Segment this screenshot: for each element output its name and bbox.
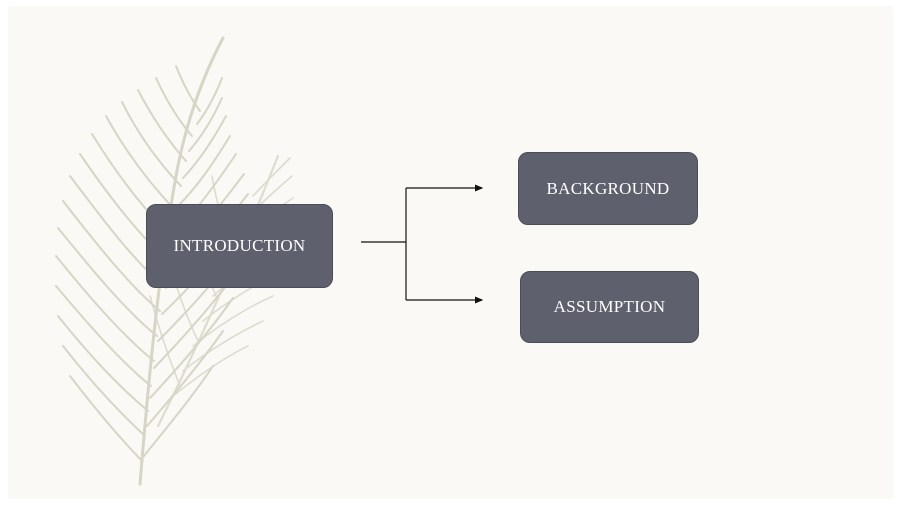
background-node: BACKGROUND xyxy=(518,152,698,225)
introduction-label: INTRODUCTION xyxy=(173,236,306,255)
slide: INTRODUCTION BACKGROUND ASSUMPTION xyxy=(8,6,893,499)
assumption-label: ASSUMPTION xyxy=(553,297,666,316)
background-label: BACKGROUND xyxy=(546,178,670,198)
assumption-node: ASSUMPTION xyxy=(520,271,699,343)
connector-lines xyxy=(361,184,484,304)
introduction-node: INTRODUCTION xyxy=(146,204,333,288)
